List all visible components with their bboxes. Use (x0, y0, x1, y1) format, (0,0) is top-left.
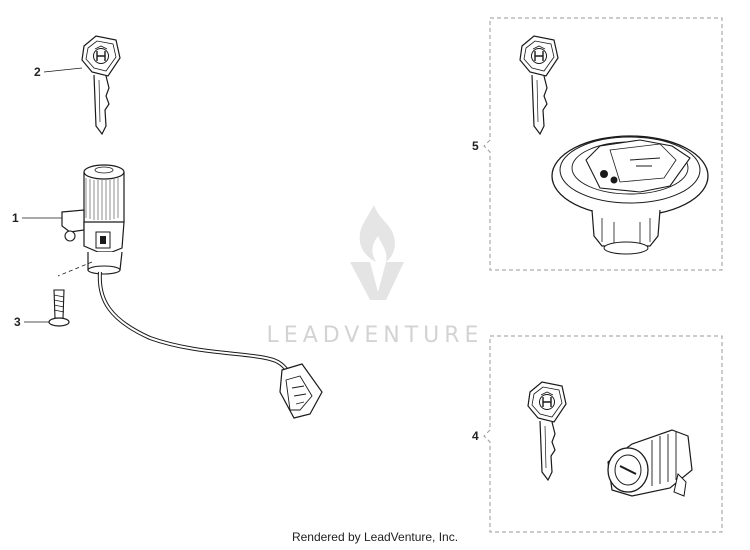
kit-frame-5 (483, 17, 723, 271)
key-icon[interactable] (519, 35, 559, 135)
footer-credit: Rendered by LeadVenture, Inc. (291, 530, 459, 544)
kit-frame-4 (483, 335, 723, 533)
callout-2[interactable]: 2 (34, 65, 41, 79)
flame-logo-icon (350, 205, 404, 300)
callout-3[interactable]: 3 (14, 315, 21, 329)
callout-5[interactable]: 5 (472, 139, 479, 153)
leader-line-2 (43, 67, 83, 73)
key-icon[interactable] (81, 35, 121, 135)
key-icon[interactable] (527, 381, 567, 481)
ignition-switch-icon[interactable] (57, 164, 125, 277)
watermark-text: LEADVENTURE (267, 323, 484, 348)
wire-harness-icon (97, 271, 323, 419)
screw-icon[interactable] (48, 289, 70, 327)
callout-1[interactable]: 1 (12, 211, 19, 225)
callout-4[interactable]: 4 (472, 429, 479, 443)
watermark: LEADVENTURE (267, 205, 484, 348)
lock-cylinder-icon[interactable] (607, 429, 693, 497)
fuel-cap-icon[interactable] (551, 135, 709, 255)
